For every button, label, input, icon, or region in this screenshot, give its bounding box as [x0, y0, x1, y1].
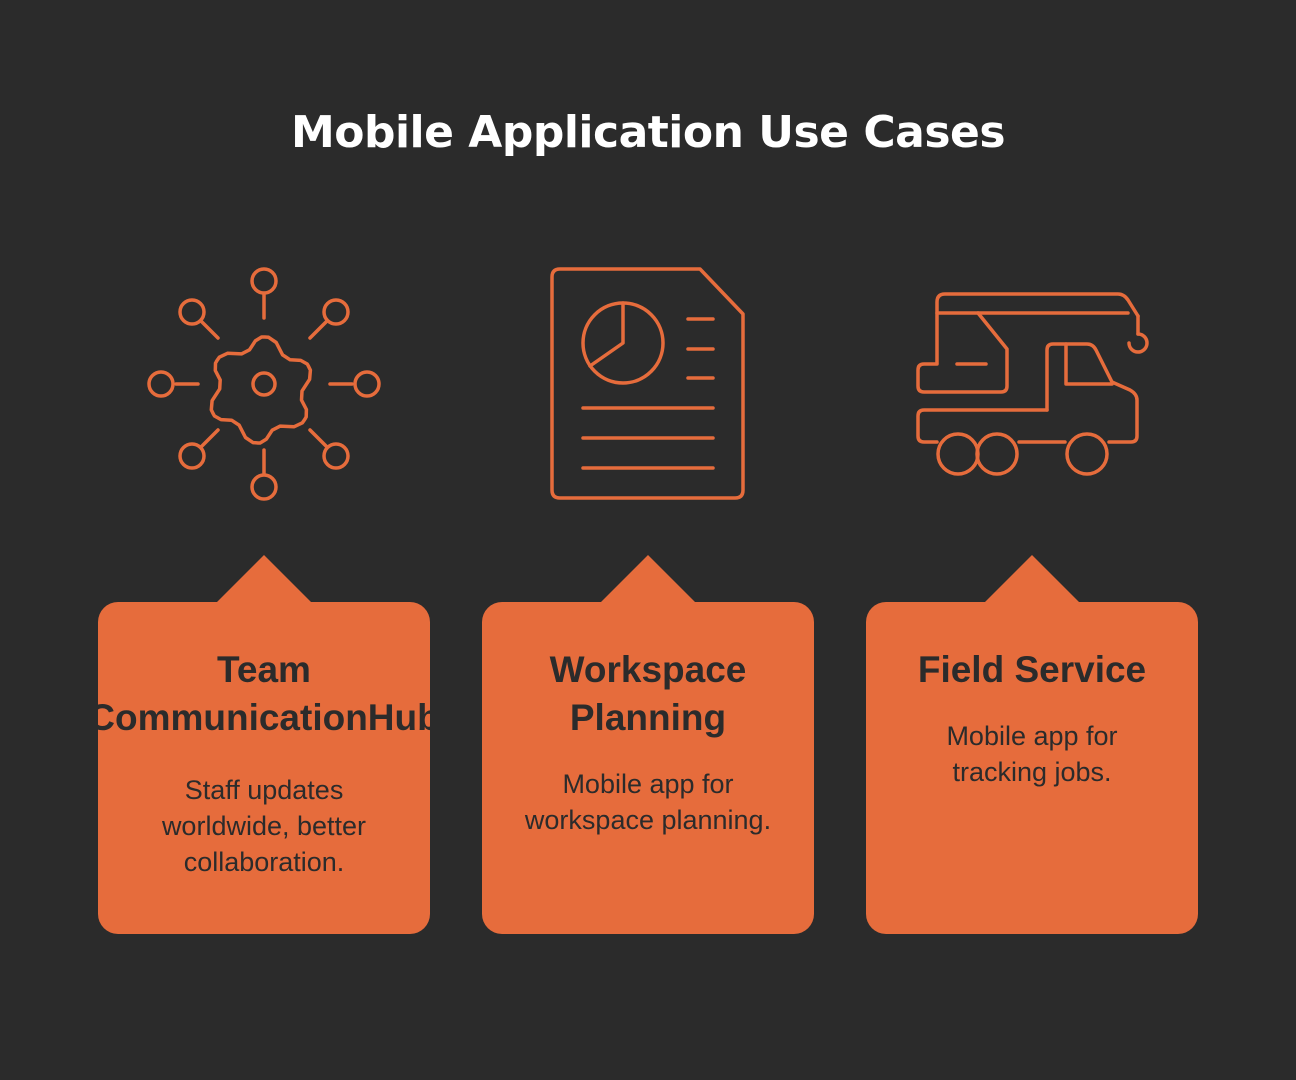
card-body: Team CommunicationHub Staff updates worl… — [98, 602, 430, 934]
card-pointer — [216, 555, 312, 603]
page-title: Mobile Application Use Cases — [290, 107, 1006, 158]
card-pointer — [600, 555, 696, 603]
card-title-line1: Field Service — [917, 649, 1147, 690]
card-title-line1: Workspace — [549, 649, 747, 690]
card-title: Workspace Planning — [482, 646, 814, 742]
card-workspace-planning: Workspace Planning Mobile app for worksp… — [482, 555, 814, 934]
gear-shape — [209, 335, 313, 445]
card-title-line2: Planning — [569, 697, 727, 738]
crane-truck-icon — [912, 288, 1152, 478]
card-title-line2: CommunicationHub — [98, 697, 430, 738]
network-gear-icon — [144, 264, 384, 504]
card-title: Team CommunicationHub — [98, 646, 430, 742]
card-pointer — [984, 555, 1080, 603]
card-body: Workspace Planning Mobile app for worksp… — [482, 602, 814, 934]
card-body: Field Service Mobile app for tracking jo… — [866, 602, 1198, 934]
card-title: Field Service — [866, 646, 1198, 694]
card-description: Mobile app for workspace planning. — [524, 769, 772, 835]
card-field-service: Field Service Mobile app for tracking jo… — [866, 555, 1198, 934]
card-team-communication-hub: Team CommunicationHub Staff updates worl… — [98, 555, 430, 934]
card-description: Staff updates worldwide, better collabor… — [161, 775, 367, 877]
report-document-icon — [548, 264, 748, 504]
card-title-line1: Team — [217, 649, 311, 690]
card-description: Mobile app for tracking jobs. — [946, 721, 1118, 787]
